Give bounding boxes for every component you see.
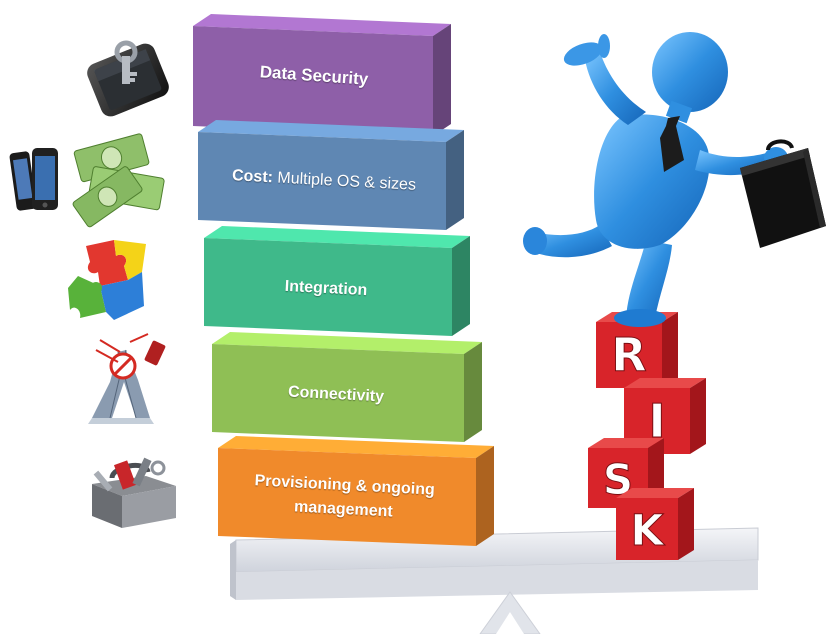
block-provisioning bbox=[218, 436, 494, 546]
block-front-face bbox=[218, 448, 476, 546]
block-top-face bbox=[198, 120, 464, 142]
cube-side-face bbox=[678, 488, 694, 560]
block-front-face bbox=[212, 344, 464, 442]
phones-and-money-icon bbox=[9, 133, 165, 228]
block-side-face bbox=[433, 24, 451, 136]
block-front-face bbox=[198, 132, 446, 230]
locked-phone-icon bbox=[87, 40, 169, 117]
risk-cube-k: K bbox=[616, 488, 694, 560]
risk-letter: R bbox=[611, 328, 646, 382]
toolbox-icon bbox=[92, 457, 176, 528]
block-side-face bbox=[464, 342, 482, 442]
block-connectivity bbox=[212, 332, 482, 442]
block-front-face bbox=[204, 238, 452, 336]
block-data-security bbox=[193, 14, 451, 136]
block-top-face bbox=[204, 226, 470, 248]
block-top-face bbox=[218, 436, 494, 458]
block-side-face bbox=[452, 236, 470, 336]
block-front-face bbox=[193, 26, 433, 136]
cube-front-face bbox=[616, 498, 678, 560]
cube-side-face bbox=[662, 312, 678, 388]
block-cost bbox=[198, 120, 464, 230]
block-top-face bbox=[212, 332, 482, 354]
block-side-face bbox=[476, 446, 494, 546]
cube-top-face bbox=[616, 488, 694, 498]
cube-top-face bbox=[624, 378, 706, 388]
risk-letter: K bbox=[630, 506, 665, 556]
risk-letter: I bbox=[648, 394, 665, 448]
puzzle-pieces-icon bbox=[68, 240, 146, 320]
balancing-businessman-icon bbox=[523, 32, 788, 327]
fulcrum-icon bbox=[479, 591, 541, 634]
block-side-face bbox=[446, 130, 464, 230]
block-top-face bbox=[193, 14, 451, 36]
block-integration bbox=[204, 226, 470, 336]
no-signal-tower-icon bbox=[88, 333, 166, 424]
cube-side-face bbox=[690, 378, 706, 454]
cube-front-face bbox=[596, 322, 662, 388]
cube-top-face bbox=[588, 438, 664, 448]
briefcase-icon bbox=[740, 139, 826, 248]
